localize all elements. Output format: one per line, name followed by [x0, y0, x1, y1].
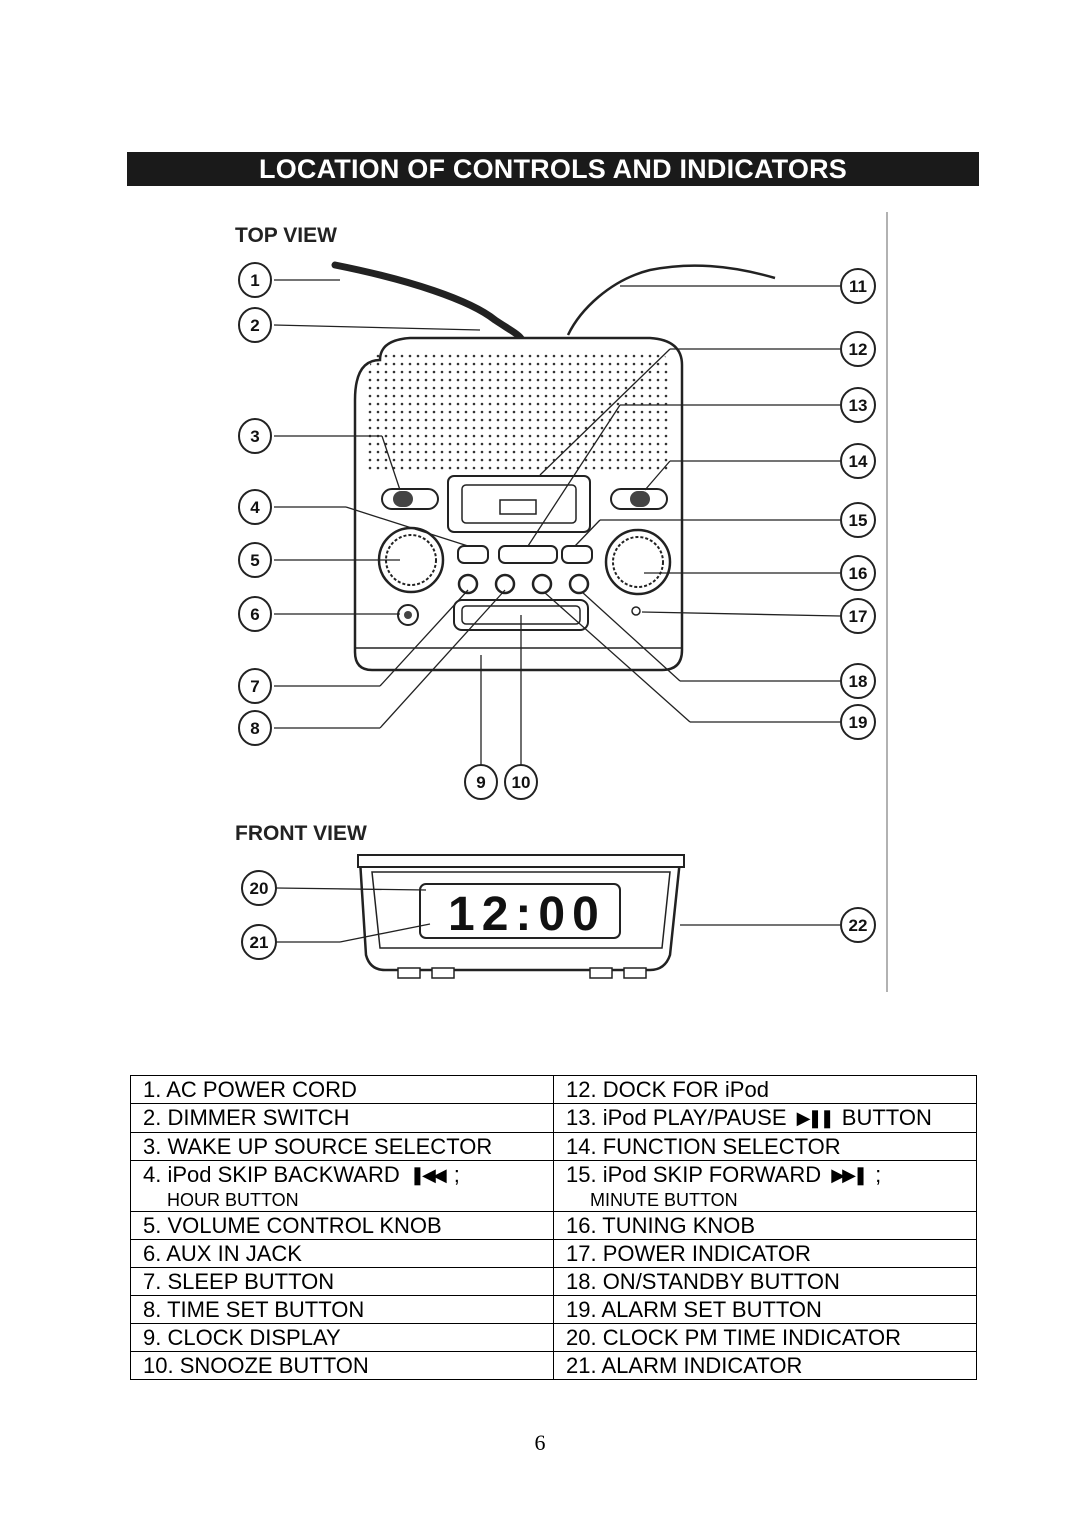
table-cell: 15. iPod SKIP FORWARD ▶▶❚ ; MINUTE BUTTON: [553, 1160, 977, 1212]
play-pause-icon: ▶❚❚: [796, 1108, 835, 1128]
callout-1: 1: [250, 271, 259, 290]
table-row: 6. AUX IN JACK 17. POWER INDICATOR: [130, 1239, 977, 1268]
callout-2: 2: [250, 316, 259, 335]
callout-18: 18: [849, 672, 868, 691]
table-row: 2. DIMMER SWITCH 13. iPod PLAY/PAUSE ▶❚❚…: [130, 1103, 977, 1133]
table-cell: 14. FUNCTION SELECTOR: [553, 1132, 977, 1161]
callout-12: 12: [849, 340, 868, 359]
callout-3: 3: [250, 427, 259, 446]
table-row: 7. SLEEP BUTTON 18. ON/STANDBY BUTTON: [130, 1267, 977, 1296]
callout-17: 17: [849, 607, 868, 626]
top-view-label: TOP VIEW: [235, 224, 337, 247]
table-cell: 3. WAKE UP SOURCE SELECTOR: [130, 1132, 554, 1161]
callout-16: 16: [849, 564, 868, 583]
table-cell: 1. AC POWER CORD: [130, 1075, 554, 1104]
callout-22: 22: [849, 916, 868, 935]
table-cell: 20. CLOCK PM TIME INDICATOR: [553, 1323, 977, 1352]
callout-14: 14: [849, 452, 868, 471]
callout-9: 9: [476, 773, 485, 792]
callout-13: 13: [849, 396, 868, 415]
clock-radio-diagram: TOP VIEW FRONT VIEW: [235, 212, 888, 992]
table-row: 8. TIME SET BUTTON 19. ALARM SET BUTTON: [130, 1295, 977, 1324]
table-cell: 2. DIMMER SWITCH: [130, 1103, 554, 1133]
callout-10: 10: [512, 773, 531, 792]
cell-text: 4. iPod SKIP BACKWARD: [143, 1162, 400, 1187]
table-cell: 5. VOLUME CONTROL KNOB: [130, 1211, 554, 1240]
callout-7: 7: [250, 677, 259, 696]
cell-text: ;: [875, 1162, 882, 1187]
table-cell: 12. DOCK FOR iPod: [553, 1075, 977, 1104]
callout-21: 21: [250, 933, 269, 952]
table-cell: 18. ON/STANDBY BUTTON: [553, 1267, 977, 1296]
cell-text: 13. iPod PLAY/PAUSE: [566, 1105, 787, 1130]
page-number: 6: [534, 1430, 546, 1455]
table-cell: 19. ALARM SET BUTTON: [553, 1295, 977, 1324]
table-cell: 7. SLEEP BUTTON: [130, 1267, 554, 1296]
clock-display-time: 12:00: [448, 888, 606, 941]
callout-15: 15: [849, 511, 868, 530]
table-row: 5. VOLUME CONTROL KNOB 16. TUNING KNOB: [130, 1211, 977, 1240]
table-cell: 6. AUX IN JACK: [130, 1239, 554, 1268]
table-cell: 21. ALARM INDICATOR: [553, 1351, 977, 1380]
table-cell: 8. TIME SET BUTTON: [130, 1295, 554, 1324]
table-cell: 10. SNOOZE BUTTON: [130, 1351, 554, 1380]
table-cell: 17. POWER INDICATOR: [553, 1239, 977, 1268]
table-cell: 16. TUNING KNOB: [553, 1211, 977, 1240]
table-cell: 9. CLOCK DISPLAY: [130, 1323, 554, 1352]
callout-4: 4: [250, 498, 260, 517]
skip-backward-icon: ❚◀◀: [409, 1165, 447, 1185]
cell-subtext: MINUTE BUTTON: [590, 1190, 738, 1210]
table-row: 1. AC POWER CORD 12. DOCK FOR iPod: [130, 1075, 977, 1104]
callout-6: 6: [250, 605, 259, 624]
callout-11: 11: [849, 277, 867, 296]
cell-text: ;: [453, 1162, 460, 1187]
table-row: 9. CLOCK DISPLAY 20. CLOCK PM TIME INDIC…: [130, 1323, 977, 1352]
table-cell: 13. iPod PLAY/PAUSE ▶❚❚ BUTTON: [553, 1103, 977, 1133]
skip-forward-icon: ▶▶❚: [831, 1165, 868, 1185]
front-view-label: FRONT VIEW: [235, 822, 367, 845]
callout-19: 19: [849, 713, 868, 732]
table-row: 4. iPod SKIP BACKWARD ❚◀◀ ; HOUR BUTTON 1…: [130, 1160, 977, 1212]
controls-table: 1. AC POWER CORD 12. DOCK FOR iPod 2. DI…: [130, 1075, 977, 1380]
callout-20: 20: [250, 879, 269, 898]
callout-8: 8: [250, 719, 259, 738]
page-title: LOCATION OF CONTROLS AND INDICATORS: [127, 152, 979, 186]
cell-text: BUTTON: [841, 1105, 932, 1130]
table-row: 3. WAKE UP SOURCE SELECTOR 14. FUNCTION …: [130, 1132, 977, 1161]
callout-5: 5: [250, 551, 259, 570]
table-cell: 4. iPod SKIP BACKWARD ❚◀◀ ; HOUR BUTTON: [130, 1160, 554, 1212]
cell-text: 15. iPod SKIP FORWARD: [566, 1162, 822, 1187]
table-row: 10. SNOOZE BUTTON 21. ALARM INDICATOR: [130, 1351, 977, 1380]
cell-subtext: HOUR BUTTON: [167, 1190, 299, 1210]
